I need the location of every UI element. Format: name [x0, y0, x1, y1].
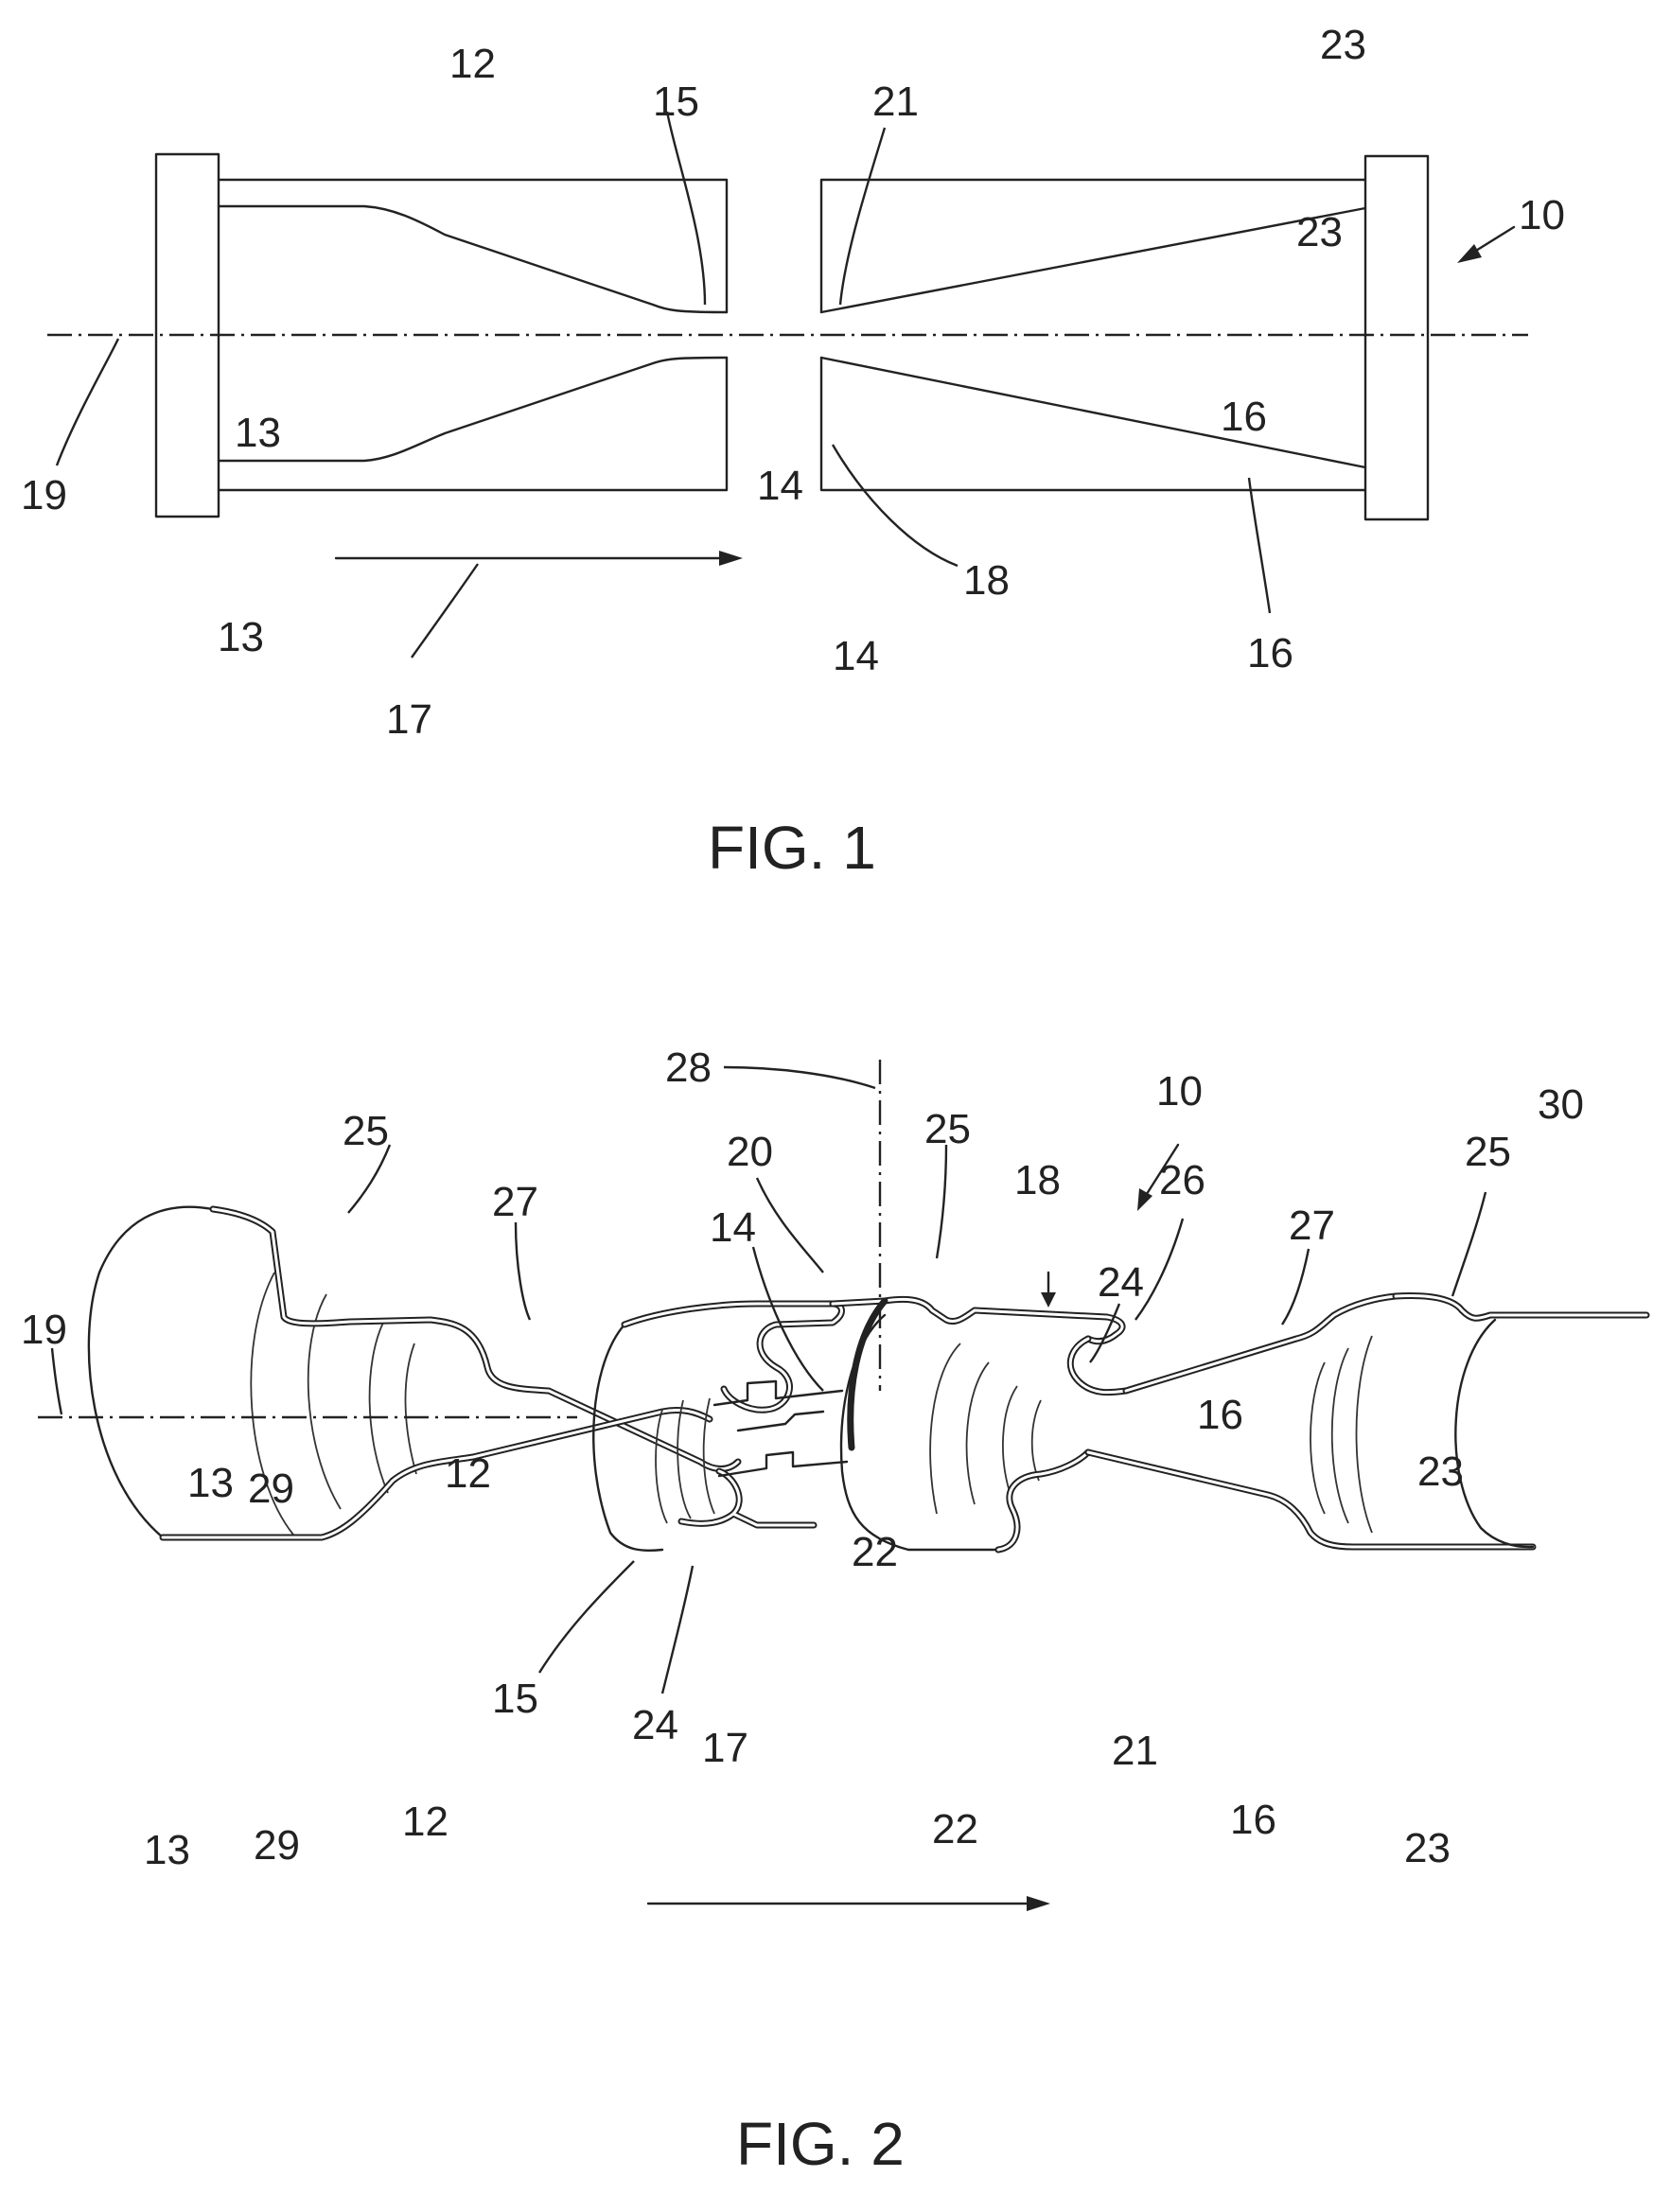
fig2-label-26: 26: [1159, 1157, 1205, 1203]
fig2-ref10-arrowhead: [1137, 1188, 1152, 1211]
fig1-label-13-in: 13: [235, 410, 281, 456]
fig1-label-14-in: 14: [757, 463, 803, 509]
fig1-leader-19: [57, 339, 118, 465]
fig2-diffuser-entry-bottom: [998, 1452, 1088, 1550]
fig2-leader-25c: [1452, 1192, 1486, 1296]
fig1-label-23: 23: [1320, 22, 1366, 68]
fig2-inlet-wall-top-in: [213, 1209, 738, 1469]
fig1-leader-21: [840, 128, 885, 305]
fig2-label-25c: 25: [1465, 1129, 1511, 1175]
fig1-leader-15: [667, 112, 705, 305]
fig2-label-23-in: 23: [1417, 1448, 1464, 1495]
fig2-sleeve-top: [833, 1299, 1122, 1341]
fig2-label-25a: 25: [343, 1108, 389, 1154]
fig1-leader-17: [412, 564, 478, 658]
fig2-label-21: 21: [1112, 1728, 1158, 1774]
fig1-flow-arrowhead: [719, 551, 743, 566]
fig2-sleeve-front: [841, 1315, 998, 1550]
fig2-diffuser-wall-top: [1126, 1296, 1396, 1391]
fig2-label-16: 16: [1230, 1797, 1276, 1843]
fig2-label-20: 20: [727, 1129, 773, 1175]
fig2-label-24a: 24: [1098, 1259, 1144, 1306]
fig2-outlet-contours: [1310, 1336, 1372, 1533]
fig1-label-16: 16: [1247, 630, 1293, 676]
fig2-leader-25b: [937, 1145, 946, 1258]
fig2-leader-14: [753, 1247, 823, 1391]
fig2-label-14: 14: [710, 1204, 756, 1251]
fig1-label-16-in: 16: [1221, 394, 1267, 440]
fig2-label-13: 13: [144, 1827, 190, 1873]
fig2-label-17: 17: [702, 1725, 748, 1771]
fig2-leader-19: [52, 1348, 62, 1414]
fig2-label-15: 15: [492, 1676, 538, 1722]
fig2-label-27a: 27: [492, 1179, 538, 1225]
fig2-label-19: 19: [21, 1307, 67, 1353]
fig1-leader-16: [1249, 478, 1270, 613]
fig2-leader-28: [724, 1067, 875, 1088]
fig1-nozzle-profile: [219, 206, 727, 461]
fig2-leader-20: [757, 1178, 823, 1273]
fig1-label-14: 14: [833, 633, 879, 679]
fig2-label-23: 23: [1404, 1825, 1451, 1871]
fig2-label-12-in: 12: [445, 1450, 491, 1497]
fig2-label-10: 10: [1156, 1068, 1203, 1115]
fig2-label-18: 18: [1014, 1157, 1061, 1203]
fig1-diagram: 12 15 21 23 23 10 19 13 13 14 14 18 16 1…: [21, 22, 1565, 882]
fig2-label-27b: 27: [1289, 1203, 1335, 1249]
fig2-label-13-in: 13: [187, 1460, 234, 1506]
fig2-label-12: 12: [402, 1799, 449, 1845]
fig1-label-18: 18: [963, 557, 1010, 604]
fig2-ref18-arrowhead: [1041, 1292, 1056, 1308]
fig2-caption: FIG. 2: [736, 2110, 905, 2178]
fig2-label-24b: 24: [632, 1702, 678, 1748]
fig1-diffuser-profile: [821, 208, 1365, 467]
fig1-label-17: 17: [386, 696, 432, 743]
fig2-diagram: 28 10 30 25 25 25 20 18 26 27 27 14 24 1…: [21, 1045, 1646, 2178]
fig1-label-19: 19: [21, 472, 67, 518]
fig1-label-21: 21: [872, 79, 919, 125]
fig1-caption: FIG. 1: [708, 814, 876, 882]
fig2-leader-27a: [516, 1222, 530, 1320]
fig2-label-29-in: 29: [248, 1466, 294, 1512]
fig1-right-flange: [1365, 156, 1428, 519]
fig2-flow-arrowhead: [1027, 1896, 1050, 1911]
fig1-ref10-arrowhead: [1457, 244, 1482, 263]
fig2-ring-contours: [656, 1398, 714, 1523]
fig2-sleeve-top-in: [833, 1299, 1122, 1341]
fig2-label-22-in: 22: [852, 1529, 898, 1575]
fig2-leader-25a: [348, 1145, 390, 1213]
fig2-outlet-rim: [1455, 1320, 1533, 1547]
fig2-label-28: 28: [665, 1045, 712, 1091]
fig1-leader-18: [833, 445, 958, 566]
fig2-label-16-in: 16: [1197, 1392, 1243, 1438]
fig2-leader-15: [539, 1561, 634, 1673]
fig2-leader-27b: [1282, 1249, 1309, 1325]
fig2-leader-24b: [662, 1566, 693, 1694]
fig1-label-23-in: 23: [1296, 209, 1343, 255]
fig2-label-30: 30: [1538, 1081, 1584, 1128]
fig2-label-29: 29: [254, 1822, 300, 1869]
fig1-label-15: 15: [653, 79, 699, 125]
fig2-label-25b: 25: [924, 1106, 971, 1152]
fig2-sleeve-contours: [930, 1343, 1041, 1514]
fig2-label-22: 22: [932, 1806, 978, 1852]
fig1-label-10: 10: [1519, 192, 1565, 238]
fig1-ref10-arrow: [1471, 227, 1514, 254]
fig1-label-13: 13: [218, 614, 264, 660]
fig2-ring-bottom: [681, 1471, 814, 1525]
fig1-label-12: 12: [449, 41, 496, 87]
